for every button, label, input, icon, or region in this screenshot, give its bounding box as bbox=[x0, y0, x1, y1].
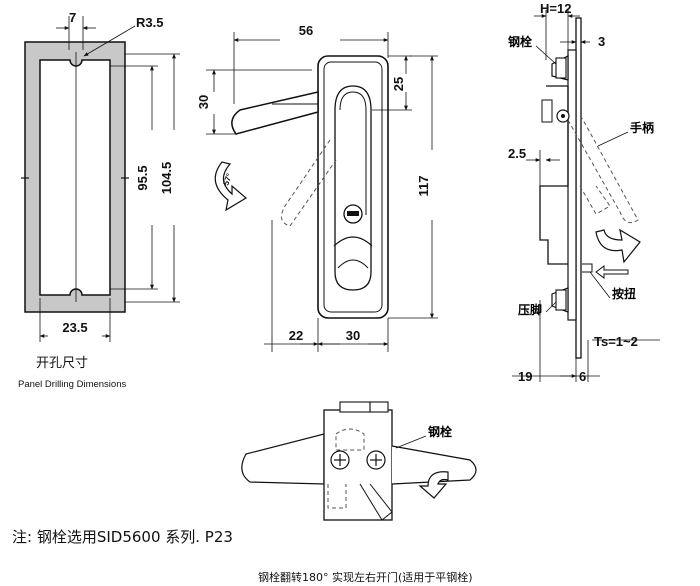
lever-handle-rotated-dashed bbox=[280, 139, 337, 227]
dim-plate: 6 bbox=[579, 369, 586, 384]
rotation-angle: 57° bbox=[221, 172, 234, 186]
dim-body-height: 117 bbox=[416, 176, 431, 197]
dim-handle-height: 30 bbox=[196, 95, 211, 109]
rotation-arrow-icon-bottom bbox=[418, 471, 449, 499]
handle-rotated-dashed bbox=[567, 117, 639, 224]
push-button bbox=[582, 263, 593, 273]
rotation-arrow-icon-side bbox=[595, 228, 641, 264]
dim-radius: R3.5 bbox=[136, 15, 163, 30]
dim-top-offset: 25 bbox=[391, 77, 406, 91]
dim-inner-height: 95.5 bbox=[135, 165, 150, 190]
dim-body-width: 30 bbox=[346, 328, 360, 343]
panel-drilling-view: 7 R3.5 95.5 104.5 23.5 bbox=[21, 10, 180, 342]
dim-slot-width: 7 bbox=[69, 10, 76, 25]
dim-thickness: 3 bbox=[598, 34, 605, 49]
drilling-caption-cn: 开孔尺寸 bbox=[36, 356, 89, 371]
dim-gap: 2.5 bbox=[508, 146, 526, 161]
dim-outer-height: 104.5 bbox=[159, 162, 174, 195]
rotation-arrow-icon bbox=[214, 161, 248, 212]
bottom-caption: 钢栓翻转180° 实现左右开门(适用于平钢栓) bbox=[258, 571, 473, 584]
dim-left-offset: 22 bbox=[289, 328, 303, 343]
dim-depth: 19 bbox=[518, 369, 532, 384]
side-view: H=12 3 2.5 19 6 Ts=1~2 钢栓 手柄 按扭 压脚 bbox=[508, 1, 660, 384]
series-note: 注: 钢栓选用SID5600 系列. P23 bbox=[12, 528, 233, 546]
dim-handle-length: 56 bbox=[299, 23, 313, 38]
dim-height: H=12 bbox=[540, 1, 571, 16]
label-clamp: 压脚 bbox=[518, 302, 542, 317]
handle-body-rotated bbox=[241, 433, 325, 485]
front-view: 57° 56 30 25 117 22 30 bbox=[196, 23, 438, 352]
label-button: 按扭 bbox=[612, 286, 636, 301]
dim-panel-thickness: Ts=1~2 bbox=[594, 334, 638, 349]
label-bolt: 钢栓 bbox=[508, 34, 532, 49]
door-panel bbox=[575, 17, 582, 359]
label-handle: 手柄 bbox=[630, 120, 654, 135]
label-bolt-rotated: 钢栓 bbox=[428, 424, 452, 439]
rotated-bolt-view: 钢栓 bbox=[241, 401, 477, 521]
button-arrow-icon bbox=[595, 265, 629, 279]
lever-handle bbox=[231, 91, 319, 135]
drilling-caption-en: Panel Drilling Dimensions bbox=[18, 379, 127, 390]
dim-width: 23.5 bbox=[62, 320, 87, 335]
panel-cutout-slot bbox=[39, 59, 111, 296]
